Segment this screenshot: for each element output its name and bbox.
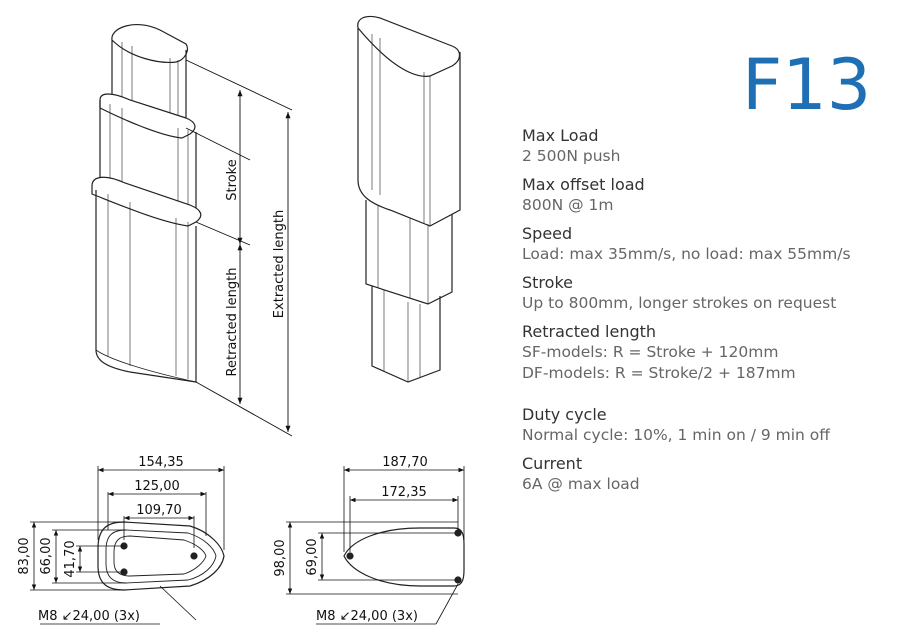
extended-actuator-view (91, 23, 202, 383)
left-width-inner: 109,70 (136, 503, 182, 518)
spec-value: Normal cycle: 10%, 1 min on / 9 min off (522, 426, 830, 444)
spec-max-offset-load: Max offset load 800N @ 1m (522, 174, 912, 216)
spec-title: Speed (522, 224, 573, 243)
length-dimension-lines (185, 59, 293, 437)
model-name: F13 (742, 44, 872, 126)
retracted-actuator-view (357, 15, 461, 383)
spec-value: SF-models: R = Stroke + 120mm (522, 343, 779, 361)
spec-list: Max Load 2 500N push Max offset load 800… (522, 125, 912, 502)
spec-duty-cycle: Duty cycle Normal cycle: 10%, 1 min on /… (522, 404, 912, 446)
right-width-outer: 187,70 (382, 455, 428, 470)
spec-title: Retracted length (522, 322, 657, 341)
spec-current: Current 6A @ max load (522, 453, 912, 495)
spec-value: 2 500N push (522, 147, 621, 165)
spec-title: Stroke (522, 273, 573, 292)
left-width-mid: 125,00 (134, 479, 180, 494)
spec-title: Current (522, 454, 583, 473)
retracted-length-label: Retracted length (225, 268, 240, 377)
right-thread-note: M8 ↙24,00 (3x) (316, 609, 418, 624)
right-plan-shape (343, 527, 465, 587)
spec-speed: Speed Load: max 35mm/s, no load: max 55m… (522, 223, 912, 265)
left-thread-note: M8 ↙24,00 (3x) (38, 609, 140, 624)
extracted-length-label: Extracted length (272, 210, 287, 318)
spec-title: Max Load (522, 126, 599, 145)
right-height-inner: 69,00 (305, 538, 320, 575)
spec-value: DF-models: R = Stroke/2 + 187mm (522, 364, 796, 382)
stroke-label: Stroke (225, 159, 240, 200)
left-height-inner: 41,70 (63, 540, 78, 577)
spec-value: Load: max 35mm/s, no load: max 55mm/s (522, 245, 851, 263)
spec-value: 6A @ max load (522, 475, 640, 493)
right-width-inner: 172,35 (381, 485, 427, 500)
right-plan-dimension-lines (286, 466, 465, 625)
left-width-outer: 154,35 (138, 455, 184, 470)
spec-retracted-length: Retracted length SF-models: R = Stroke +… (522, 321, 912, 384)
spec-value: 800N @ 1m (522, 196, 614, 214)
left-height-outer: 83,00 (17, 537, 32, 574)
spec-stroke: Stroke Up to 800mm, longer strokes on re… (522, 272, 912, 314)
spec-title: Duty cycle (522, 405, 607, 424)
left-plan-dimension-lines (30, 466, 225, 625)
right-height-outer: 98,00 (273, 539, 288, 576)
spec-value: Up to 800mm, longer strokes on request (522, 294, 837, 312)
left-plan-shape (97, 521, 225, 591)
spec-max-load: Max Load 2 500N push (522, 125, 912, 167)
left-height-mid: 66,00 (39, 537, 54, 574)
spec-title: Max offset load (522, 175, 645, 194)
